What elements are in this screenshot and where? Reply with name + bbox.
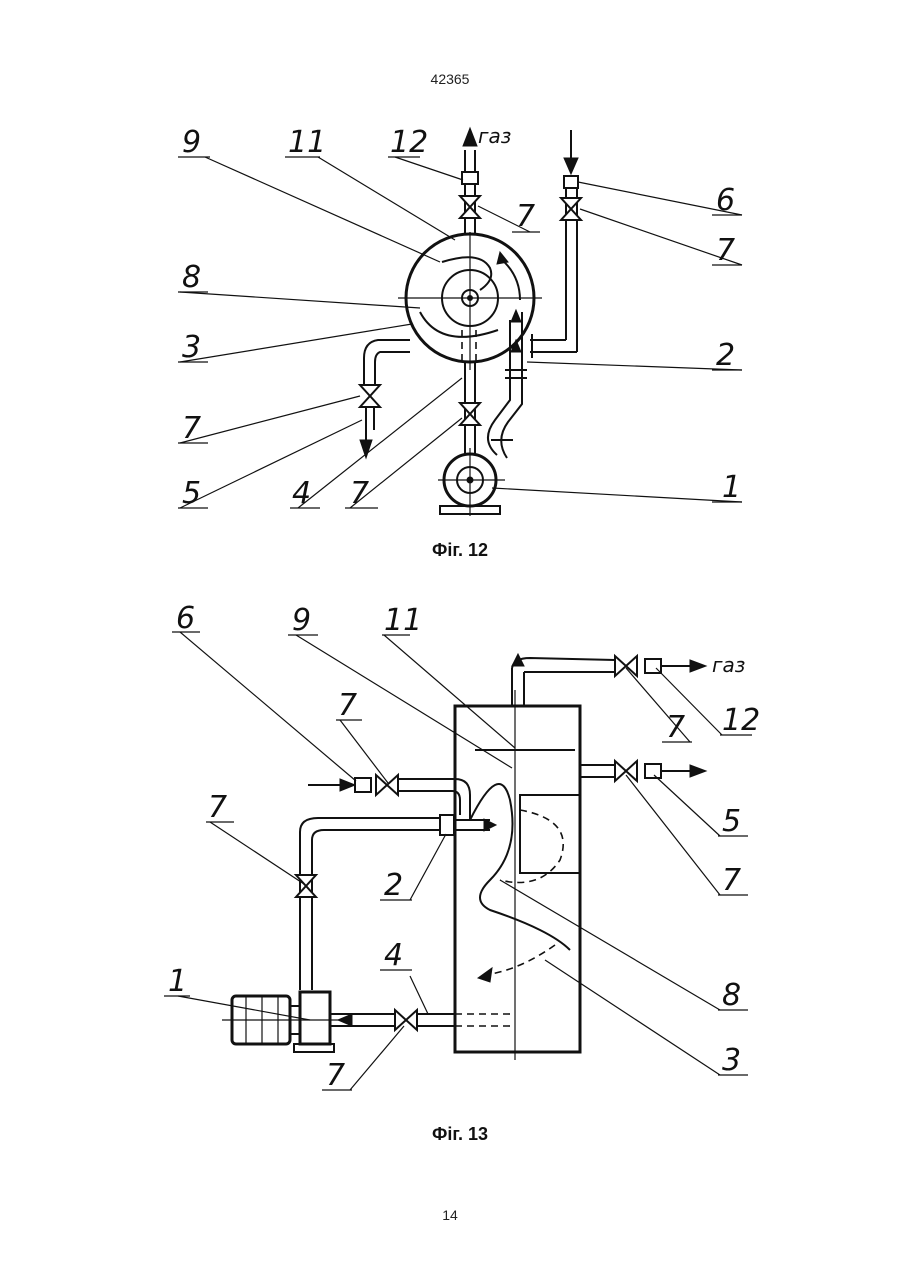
label-4: 4	[384, 938, 403, 973]
bottom-valve-upper	[460, 403, 480, 414]
label-7d: 7	[350, 476, 369, 511]
drain-valve-lower	[360, 396, 380, 407]
pump-riser-pipe-right	[501, 312, 522, 458]
figure-13-caption: Фіг. 13	[432, 1124, 488, 1144]
leader-9	[296, 635, 512, 768]
outlet-valve-left	[615, 761, 626, 781]
label-4: 4	[292, 476, 311, 511]
inner-cylinder	[520, 795, 580, 873]
leader-4	[298, 378, 462, 508]
leader-2	[527, 362, 742, 370]
recirc-pipe-bottom	[312, 830, 440, 895]
page-number: 14	[442, 1207, 458, 1223]
bottom-valve-lower	[460, 414, 480, 425]
gas-out-arrow	[690, 660, 706, 672]
label-8: 8	[722, 978, 741, 1013]
recirc-flange	[440, 815, 454, 835]
leader-7c	[350, 1026, 404, 1090]
outlet-arrow	[690, 765, 706, 777]
label-7d: 7	[666, 710, 685, 745]
label-7b: 7	[716, 233, 735, 268]
pump-riser-pipe-left	[488, 320, 510, 455]
label-11: 11	[288, 125, 326, 160]
feed-nozzle	[564, 176, 578, 188]
gas-valve-left	[615, 656, 626, 676]
top-valve-upper	[460, 196, 480, 207]
helix-flow-arrow	[478, 968, 492, 982]
label-8: 8	[182, 260, 201, 295]
outlet-nozzle	[645, 764, 661, 778]
pump-housing	[300, 992, 330, 1044]
feed-valve-left	[376, 775, 387, 795]
label-3: 3	[722, 1043, 741, 1078]
document-number: 42365	[431, 71, 470, 87]
label-7a: 7	[516, 199, 535, 234]
leader-5	[180, 420, 362, 508]
leader-4	[410, 976, 428, 1014]
leader-8	[180, 292, 420, 308]
suction-arrow	[338, 1014, 352, 1026]
feed-arrow	[340, 779, 355, 791]
gas-label: газ	[712, 653, 745, 677]
label-12: 12	[722, 703, 760, 738]
suction-valve-left	[395, 1010, 406, 1030]
figure-12-diagram: 9 11 12 газ 7 6 7 8 3 2 7 5 4 7 1 Фіг. 1…	[178, 124, 742, 560]
leader-3	[180, 324, 412, 362]
flow-arrow-head	[497, 252, 508, 264]
label-7c: 7	[326, 1058, 345, 1093]
gas-line-top	[512, 658, 615, 668]
leader-11	[318, 157, 455, 240]
label-2: 2	[384, 868, 403, 903]
leader-3	[545, 960, 720, 1075]
leader-7c	[180, 396, 360, 443]
leader-6	[180, 632, 356, 781]
feed-nozzle	[355, 778, 371, 792]
leader-2	[410, 834, 446, 900]
suction-valve-right	[406, 1010, 417, 1030]
leader-5	[654, 775, 720, 836]
label-1: 1	[168, 964, 187, 999]
gas-valve-right	[626, 656, 637, 676]
figure-12-caption: Фіг. 12	[432, 540, 488, 560]
label-1: 1	[722, 470, 741, 505]
helix-flow-dashed	[485, 945, 555, 975]
figure-13-diagram: 6 9 11 7 7 2 4 1 7 газ 7 12 5 7 8 3 Фіг.…	[164, 601, 760, 1144]
feed-inlet-arrow	[564, 158, 578, 174]
leader-11	[384, 635, 515, 748]
drain-pipe-bottom	[375, 352, 410, 385]
gas-outlet-nozzle	[462, 172, 478, 184]
label-7b: 7	[208, 790, 227, 825]
label-2: 2	[716, 338, 735, 373]
label-5: 5	[182, 476, 201, 511]
drain-pipe-top	[364, 340, 410, 385]
gas-riser-arrow	[512, 654, 524, 666]
label-7c: 7	[182, 411, 201, 446]
vessel-body	[455, 706, 580, 1052]
riser-arrow-2	[511, 310, 521, 322]
gas-outlet-arrow	[463, 128, 477, 146]
label-7e: 7	[722, 863, 741, 898]
feed-pipe-bottom	[398, 791, 460, 815]
leader-12	[395, 157, 463, 180]
label-12: 12	[390, 125, 428, 160]
label-6: 6	[716, 183, 735, 218]
feed-valve-right	[387, 775, 398, 795]
gas-label: газ	[478, 124, 511, 148]
label-6: 6	[176, 601, 195, 636]
label-9: 9	[292, 603, 311, 638]
label-5: 5	[722, 804, 741, 839]
leader-1	[492, 488, 742, 502]
label-7a: 7	[338, 688, 357, 723]
flow-arrow-curve	[500, 258, 520, 300]
drain-valve-upper	[360, 385, 380, 396]
label-3: 3	[182, 330, 201, 365]
top-valve-lower	[460, 207, 480, 218]
label-9: 9	[182, 125, 201, 160]
leader-7b	[210, 822, 304, 884]
leader-8	[500, 880, 720, 1010]
label-11: 11	[384, 603, 422, 638]
drain-arrow	[360, 440, 372, 458]
